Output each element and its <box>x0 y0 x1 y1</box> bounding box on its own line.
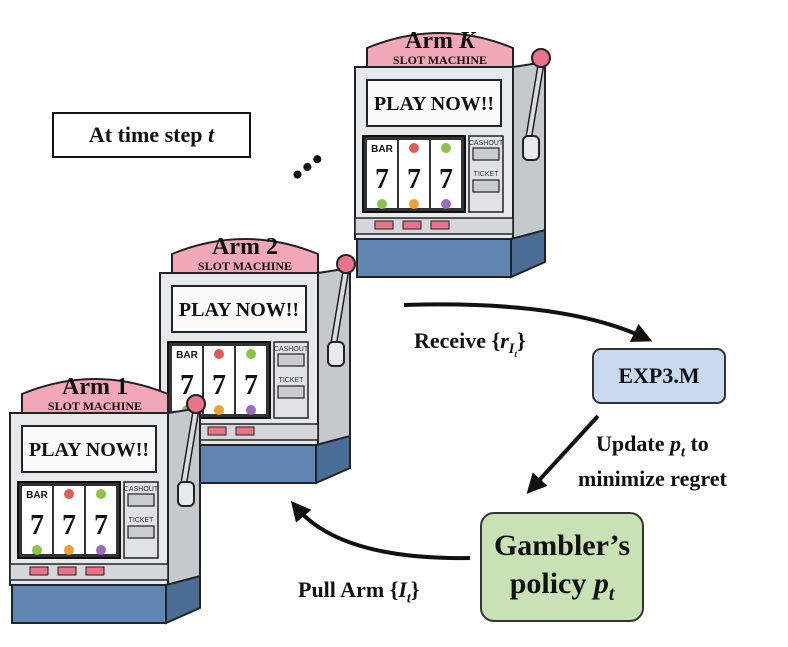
screen <box>366 79 502 127</box>
subtitle: SLOT MACHINE <box>393 53 487 67</box>
screen-text: PLAY NOW!! <box>29 439 149 461</box>
arm-title: Arm K <box>405 28 477 54</box>
ticket-label: TICKET <box>474 171 500 178</box>
cashout-label: CASHOUT <box>274 346 309 353</box>
screen <box>171 285 307 333</box>
reel-top: BAR <box>26 490 48 501</box>
lever-knob <box>531 48 551 68</box>
reel-3: 7 <box>244 370 258 401</box>
reel-2: 7 <box>62 510 76 541</box>
exp3m-label: EXP3.M <box>618 363 700 388</box>
reel-top: BAR <box>176 350 198 361</box>
reel-2: 7 <box>407 164 421 195</box>
reel-top: BAR <box>371 144 393 155</box>
reel-3: 7 <box>439 164 453 195</box>
marquee <box>366 32 514 68</box>
reel-1: 7 <box>30 510 44 541</box>
lever-knob <box>336 254 356 274</box>
slot-machine-arm-1: Arm 1 SLOT MACHINE PLAY NOW!! BAR 7 7 7 … <box>9 374 206 625</box>
ticket-label: TICKET <box>279 377 305 384</box>
base <box>356 238 512 278</box>
time-step-label: At time step t <box>52 112 251 158</box>
screen-text: PLAY NOW!! <box>374 93 494 115</box>
marquee <box>21 378 169 414</box>
pull-arrow <box>290 500 471 561</box>
lever-knob <box>186 394 206 414</box>
arm-title: Arm 2 <box>212 234 278 260</box>
reel-1: 7 <box>180 370 194 401</box>
time-step-var: t <box>208 122 215 147</box>
time-step-text: At time step <box>88 122 208 147</box>
pull-label: Pull Arm {It} <box>298 577 420 607</box>
screen <box>21 425 157 473</box>
receive-label: Receive {rIt} <box>414 328 526 361</box>
screen-text: PLAY NOW!! <box>179 299 299 321</box>
policy-box: Gambler’s policy pt <box>480 512 644 622</box>
reel-3: 7 <box>94 510 108 541</box>
cashout-label: CASHOUT <box>124 486 159 493</box>
update-label: Update pt to minimize regret <box>578 431 727 492</box>
ticket-label: TICKET <box>129 517 155 524</box>
cashout-label: CASHOUT <box>469 140 504 147</box>
exp3m-box: EXP3.M <box>592 348 726 404</box>
arm-title: Arm 1 <box>62 374 128 400</box>
base <box>11 584 167 624</box>
slot-machine-arm-k: Arm K SLOT MACHINE PLAY NOW!! BAR 7 7 7 … <box>354 28 551 279</box>
policy-line1: Gambler’s <box>493 529 631 563</box>
marquee <box>171 238 319 274</box>
reel-1: 7 <box>375 164 389 195</box>
policy-line2: policy pt <box>509 566 615 605</box>
ellipsis: ••• <box>283 142 334 192</box>
subtitle: SLOT MACHINE <box>198 259 292 273</box>
reel-2: 7 <box>212 370 226 401</box>
subtitle: SLOT MACHINE <box>48 399 142 413</box>
